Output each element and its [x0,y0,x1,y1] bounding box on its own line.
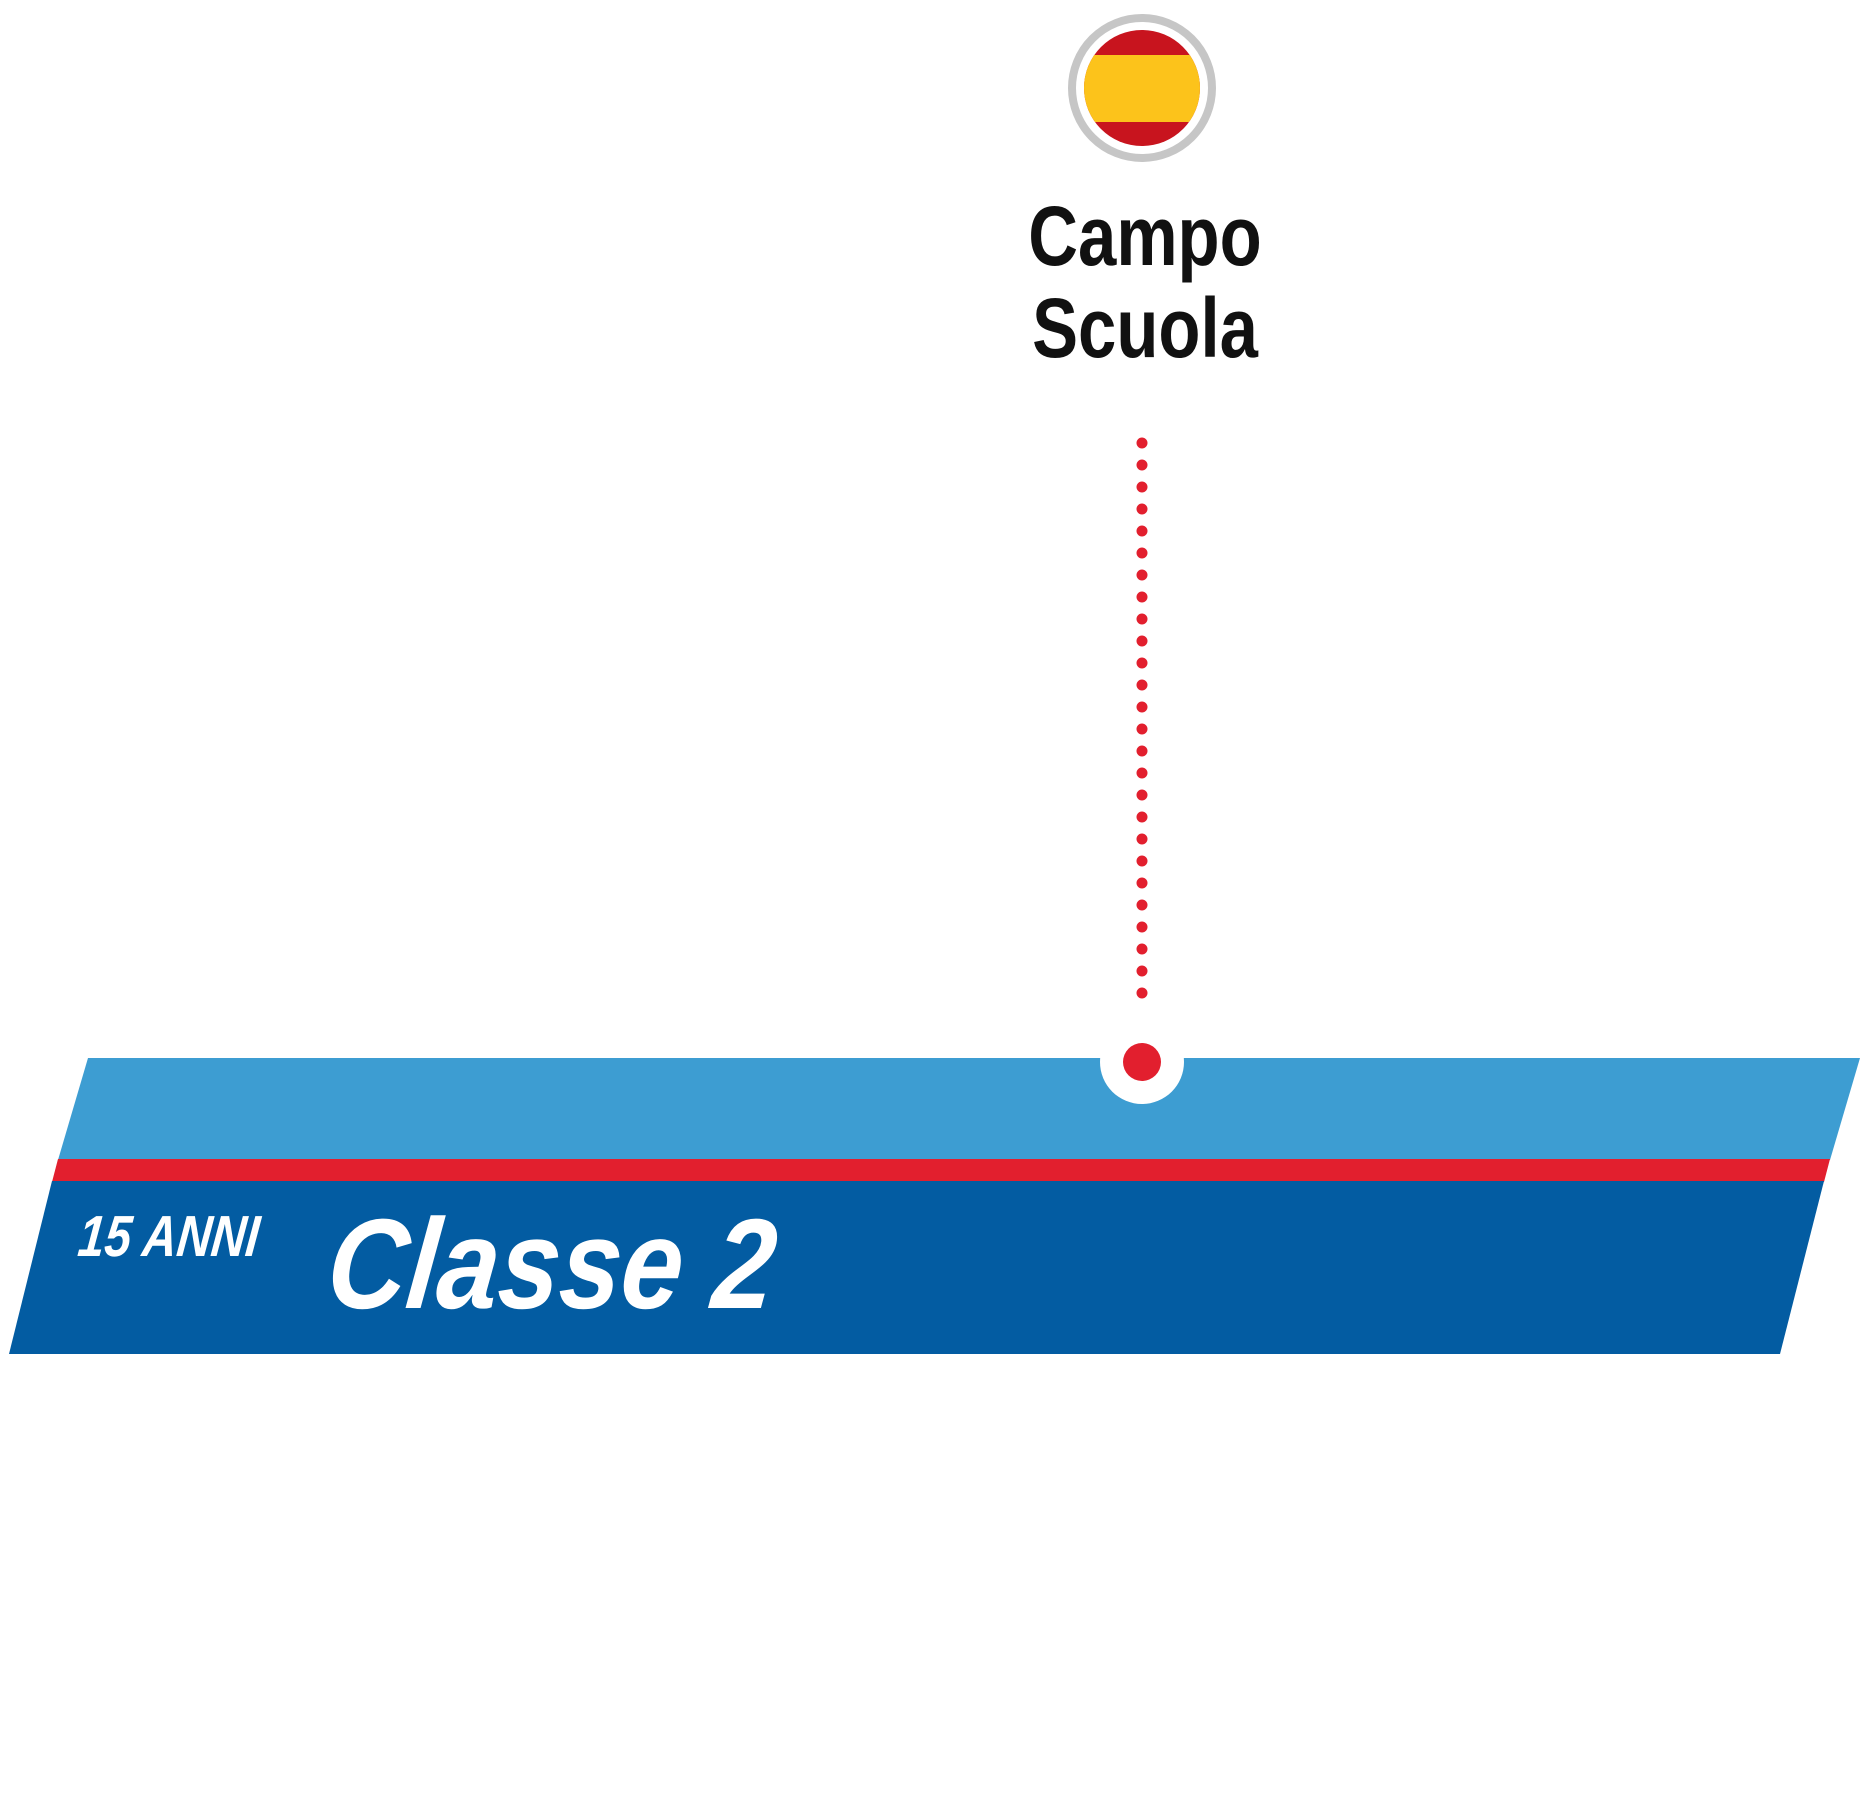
spain-flag-icon [1068,14,1216,162]
band-top-light [58,1058,1860,1160]
destination-line-2: Scuola [1032,281,1258,375]
flag-yellow-stripe [1084,55,1200,122]
destination-line-1: Campo [1028,189,1262,283]
stop-marker [1100,1020,1184,1104]
band-main-dark [9,1181,1824,1354]
band-red-stripe [52,1159,1830,1182]
class-label: Classe 2 [321,1193,783,1336]
stop-marker-dot [1123,1043,1161,1081]
destination-label: Campo Scuola [1026,190,1264,374]
age-label: 15 ANNI [75,1204,263,1269]
